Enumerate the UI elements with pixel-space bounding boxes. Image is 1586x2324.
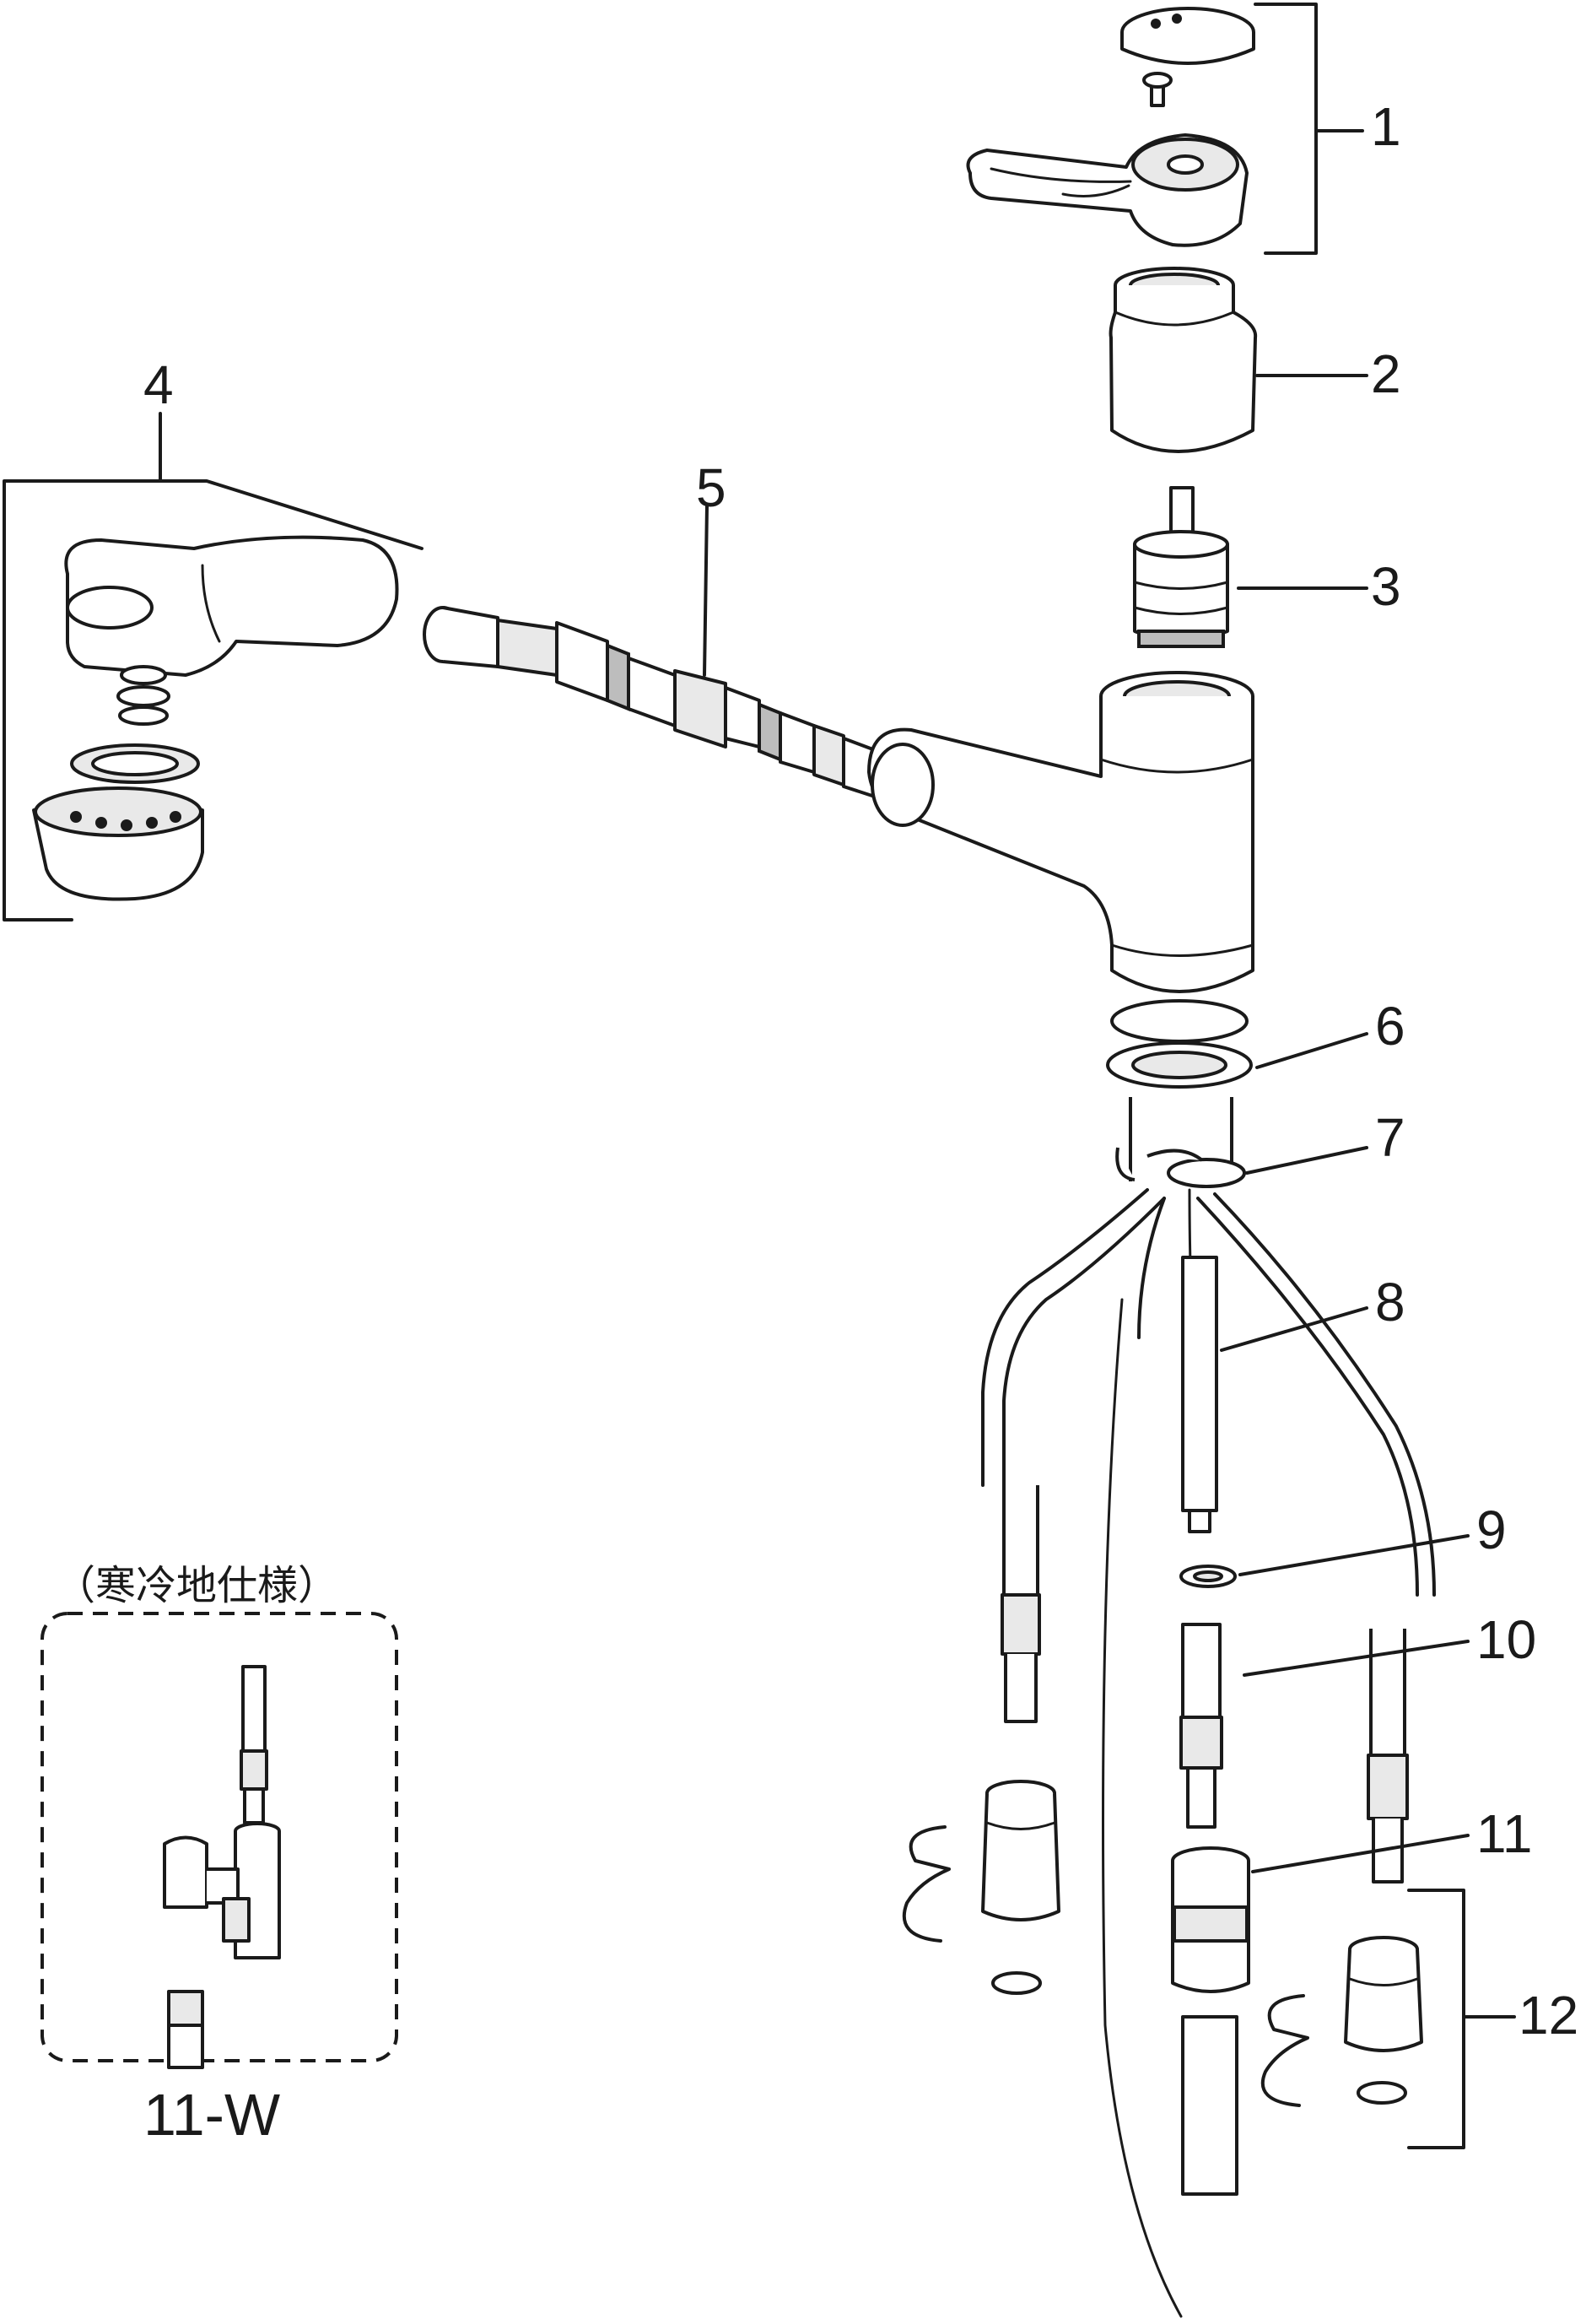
inset-caption: （寒冷地仕様）	[55, 1564, 338, 1608]
callout-5: 5	[696, 457, 726, 518]
callout-4: 4	[143, 354, 174, 415]
part-9-washer	[1179, 1565, 1237, 1588]
callout-3: 3	[1371, 556, 1401, 617]
part-3-cartridge	[1133, 486, 1229, 648]
part-6-washer	[1106, 999, 1253, 1089]
part-12-valve-group	[1260, 1936, 1423, 2107]
left-valve-group	[902, 1780, 1060, 1995]
callout-7: 7	[1375, 1107, 1405, 1168]
part-10-adapter	[1179, 1623, 1223, 1829]
part-5-hose-assembly	[423, 606, 904, 808]
part-4-shower-head	[32, 535, 399, 901]
part-7-clip-ring	[1115, 1097, 1246, 1188]
inset-cold-region-spec: （寒冷地仕様）	[40, 1564, 398, 2069]
part-2-cover	[1109, 267, 1258, 453]
callout-6: 6	[1375, 996, 1405, 1057]
supply-hoses	[981, 1188, 1436, 2318]
callout-2: 2	[1371, 343, 1401, 404]
callout-8: 8	[1375, 1272, 1405, 1332]
faucet-body	[867, 671, 1254, 993]
part-11-coupling	[1171, 1846, 1250, 2196]
callout-9: 9	[1476, 1500, 1507, 1560]
callout-11: 11	[1476, 1803, 1532, 1864]
inset-part-label: 11-W	[143, 2082, 280, 2148]
part-8-rod	[1181, 1256, 1218, 1533]
callout-10: 10	[1476, 1609, 1536, 1670]
part-1-lever-handle	[966, 7, 1255, 247]
callout-1: 1	[1371, 96, 1401, 157]
callout-12: 12	[1519, 1985, 1578, 2046]
